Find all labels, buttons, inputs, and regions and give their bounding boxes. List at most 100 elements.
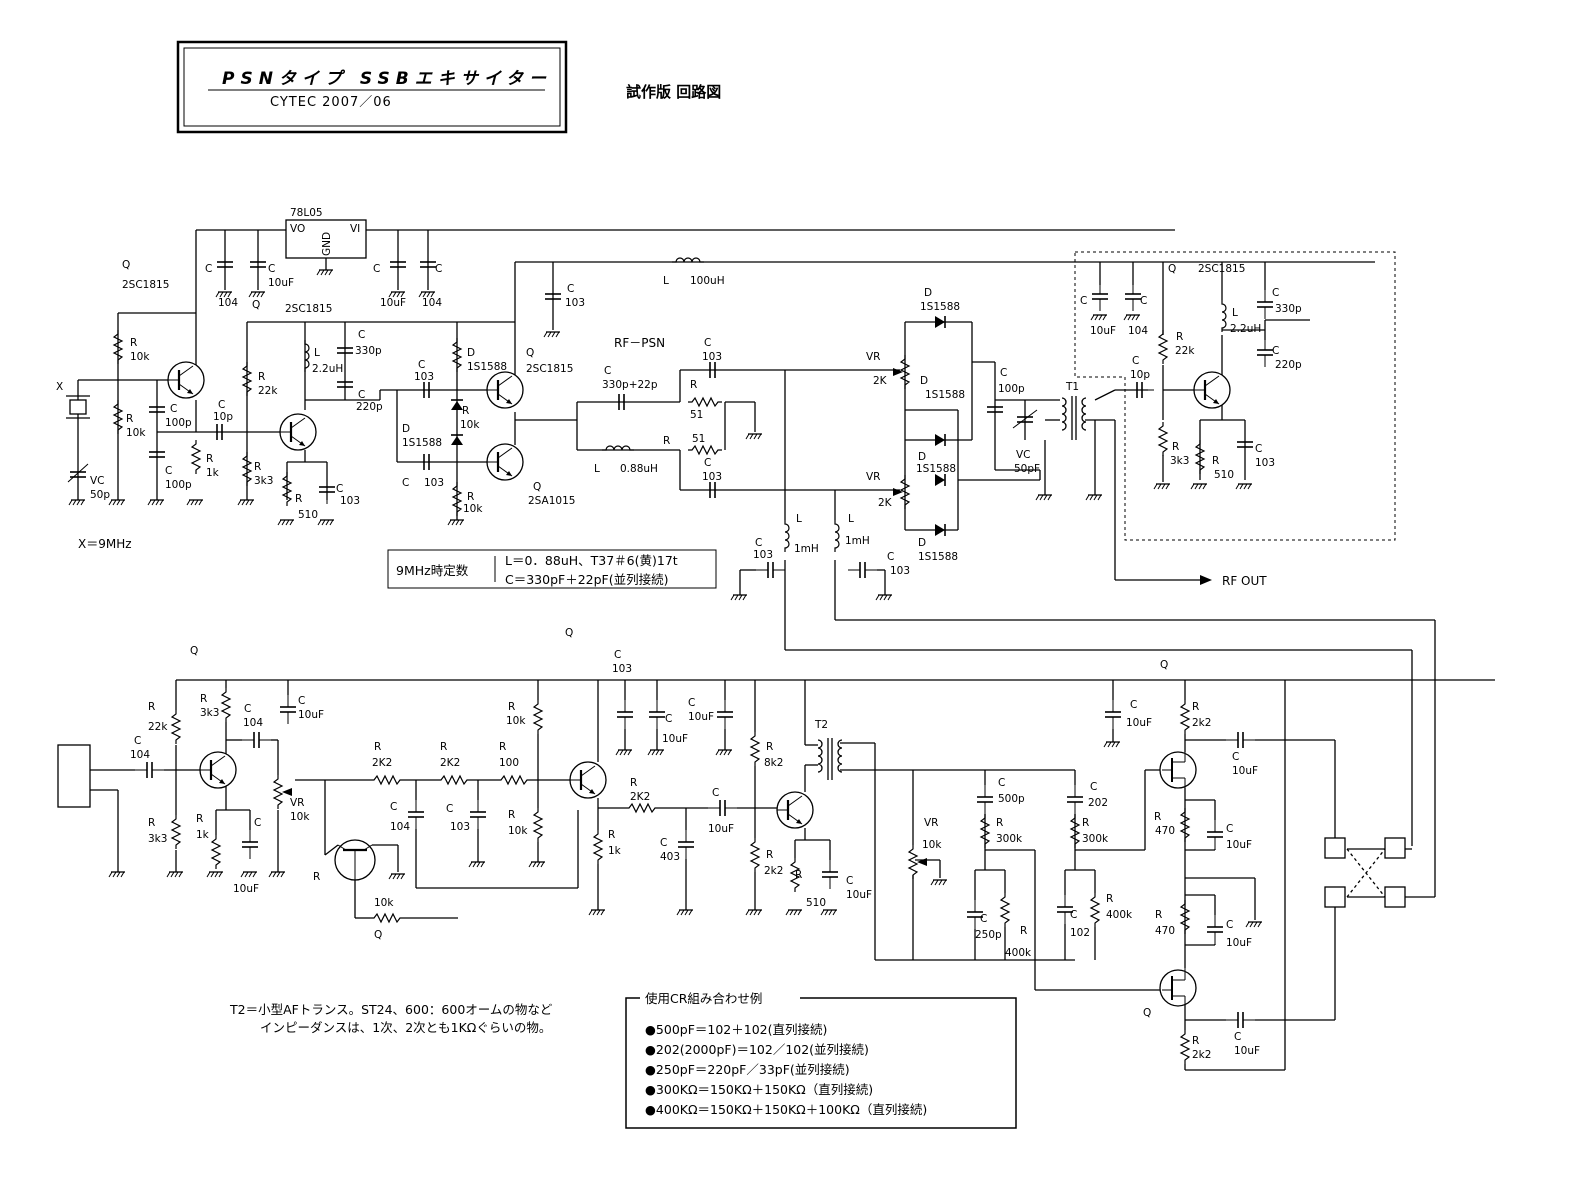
component-label-d3v: 1S1588 — [920, 301, 960, 313]
component-label-l1v: 2.2uH — [312, 363, 343, 375]
component-label-cb16: C — [1070, 909, 1077, 921]
component-label-rb11: R — [630, 777, 637, 789]
component-label-rb20: R — [1192, 701, 1199, 713]
component-label-c7: C — [218, 399, 225, 411]
component-label-c25v: 103 — [1255, 457, 1275, 469]
component-label-qb5: Q — [1143, 1007, 1151, 1019]
component-label-rb16: R — [996, 817, 1003, 829]
component-label-cb17: C — [1130, 699, 1137, 711]
component-label-c11v: 103 — [414, 371, 434, 383]
component-label-vrb1v: 10k — [290, 811, 310, 823]
component-label-r12: R — [1172, 441, 1179, 453]
component-label-c6v: 100p — [165, 479, 192, 491]
svg-text:C＝330pF＋22pF(並列接続): C＝330pF＋22pF(並列接続) — [505, 572, 669, 587]
component-label-q2v: 2SC1815 — [285, 303, 332, 315]
component-label-cb13: C — [998, 777, 1005, 789]
component-label-cb15v: 202 — [1088, 797, 1108, 809]
component-label-vr1: VR — [866, 351, 880, 363]
component-label-r8v: 10k — [463, 503, 483, 515]
component-label-d1: D — [402, 423, 410, 435]
component-label-d2v: 1S1588 — [467, 361, 507, 373]
component-label-rb21: R — [1154, 811, 1161, 823]
component-label-rb9v: 10k — [508, 825, 528, 837]
component-label-q3v: 2SC1815 — [526, 363, 573, 375]
component-label-d1v: 1S1588 — [402, 437, 442, 449]
component-label-vc2v: 50pF — [1014, 463, 1040, 475]
component-label-c_a3: C — [373, 263, 380, 275]
component-label-r2v: 10k — [126, 427, 146, 439]
rf-out-label: RF OUT — [1222, 574, 1267, 588]
component-label-c18: C — [887, 551, 894, 563]
component-label-vrb2: VR — [924, 817, 938, 829]
component-label-r7v: 10k — [460, 419, 480, 431]
component-label-cb1: C — [134, 735, 141, 747]
bottom-circuit-wires — [90, 679, 1495, 1071]
component-label-rb5v: 2K2 — [372, 757, 392, 769]
component-label-rb14: R — [766, 849, 773, 861]
component-label-cb5v: 104 — [390, 821, 410, 833]
component-label-r12v: 3k3 — [1170, 455, 1189, 467]
component-label-rb17: R — [1020, 925, 1027, 937]
component-label-l1: L — [314, 347, 320, 359]
component-label-rb8v: 10k — [506, 715, 526, 727]
component-label-c12v: 103 — [424, 477, 444, 489]
component-label-r5v: 3k3 — [254, 475, 273, 487]
component-label-cb4: C — [298, 695, 305, 707]
component-label-cb18: C — [1232, 751, 1239, 763]
component-label-c16: C — [704, 457, 711, 469]
component-label-r11v: 22k — [1175, 345, 1195, 357]
component-label-l6v: 2.2uH — [1230, 323, 1261, 335]
component-label-d2: D — [467, 347, 475, 359]
component-label-cb5: C — [390, 801, 397, 813]
component-label-v_a4: 104 — [422, 297, 442, 309]
regulator-78l05: 78L05 VO VI GND — [285, 207, 367, 276]
component-label-rb18v: 300k — [1082, 833, 1109, 845]
component-label-q4: Q — [533, 481, 541, 493]
component-label-vr2v: 2K — [878, 497, 893, 509]
component-label-reg_vi: VI — [350, 223, 360, 235]
component-label-v_a1: 104 — [218, 297, 238, 309]
t2-note-line2: インピーダンスは、1次、2次とも1KΩぐらいの物。 — [260, 1020, 551, 1035]
component-label-v_a3: 10uF — [380, 297, 406, 309]
component-label-cb3: C — [254, 817, 261, 829]
component-label-c7v: 10p — [213, 411, 233, 423]
component-label-vr1v: 2K — [873, 375, 888, 387]
component-label-rb16v: 300k — [996, 833, 1023, 845]
component-label-rb7: R — [499, 741, 506, 753]
component-label-r4: R — [258, 371, 265, 383]
component-label-rb2: R — [148, 817, 155, 829]
component-label-l5: L — [848, 513, 854, 525]
component-label-r8: R — [467, 491, 474, 503]
component-label-r5: R — [254, 461, 261, 473]
component-label-c_a2: C — [268, 263, 275, 275]
component-label-c21: C — [1140, 295, 1147, 307]
component-label-cb18v: 10uF — [1232, 765, 1258, 777]
component-label-r13v: 510 — [1214, 469, 1234, 481]
component-label-rb20v: 2k2 — [1192, 717, 1211, 729]
component-label-rb23: R — [1192, 1035, 1199, 1047]
component-label-rb6: R — [440, 741, 447, 753]
component-label-cb10v: 403 — [660, 851, 680, 863]
component-label-q2: Q — [252, 299, 260, 311]
component-label-qb1: Q — [190, 645, 198, 657]
component-label-rb10v: 10k — [374, 897, 394, 909]
component-label-c10: C — [336, 483, 343, 495]
component-label-cb14: C — [980, 913, 987, 925]
component-label-r10: R — [663, 435, 670, 447]
component-label-r1v: 10k — [130, 351, 150, 363]
component-label-vc1v: 50p — [90, 489, 110, 501]
component-label-r9v: 51 — [690, 409, 703, 421]
component-label-d4v: 1S1588 — [925, 389, 965, 401]
component-label-c22v: 330p — [1275, 303, 1302, 315]
title-main: PSNタイプ SSBエキサイター — [222, 69, 552, 89]
component-label-c23v: 220p — [1275, 359, 1302, 371]
t2-note-line1: T2＝小型AFトランス。ST24、600：600オームの物など — [229, 1002, 553, 1017]
component-label-c24: C — [1132, 355, 1139, 367]
component-label-cb2: C — [244, 703, 251, 715]
cr-table-heading: 使用CR組み合わせ例 — [645, 991, 762, 1006]
component-label-rb1: R — [148, 701, 155, 713]
